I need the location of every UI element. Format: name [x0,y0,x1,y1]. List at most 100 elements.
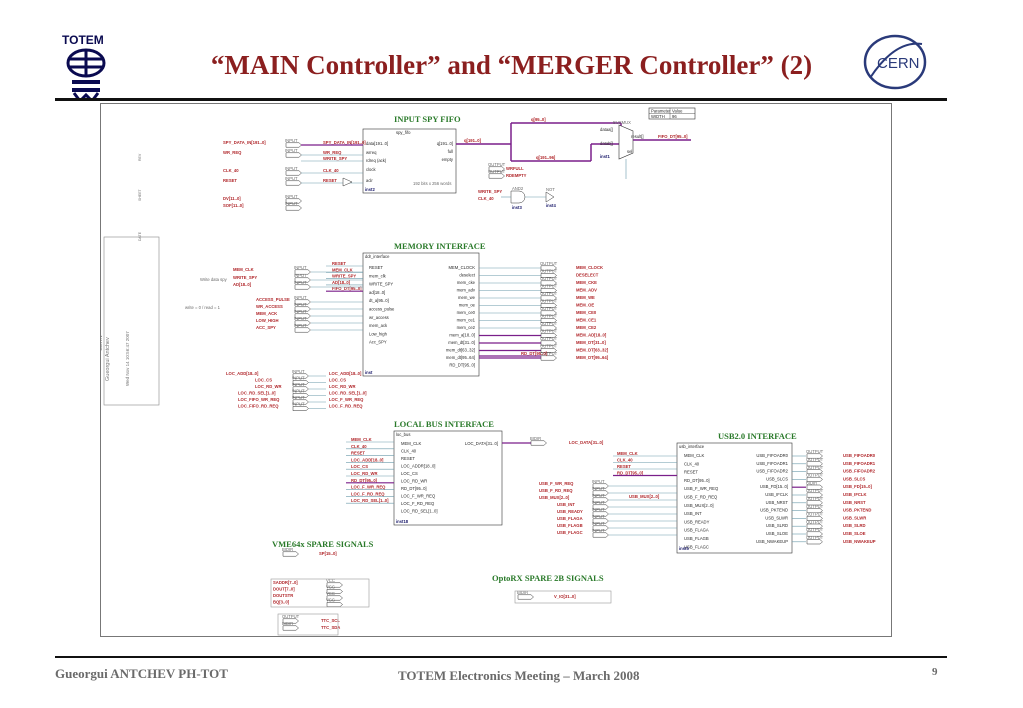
usb-output: USB_FIFOADR0 [756,453,788,458]
usb-input-pin [592,490,609,496]
local-bus-wire-label: LOC_ADD[18..0] [351,457,384,462]
usb-output-pin [806,469,823,475]
usb-output: USB_FD[15..0] [760,484,788,489]
usb-input: USB_MUX[2..0] [684,503,714,508]
spy-fifo-input: data[191..0] [366,141,388,146]
ttc-label: TTC_SDA [321,625,340,630]
optorx-pin-kind: BIDIR [517,590,528,595]
memory-output-pin [540,310,557,316]
usb-output-label: USB_PKTEND [843,508,871,513]
optorx-pin [517,594,534,600]
memory-input-label: ACC_SPY [256,325,276,330]
memory-output: mem_ce1 [457,318,476,323]
memory-output: deselect [459,273,475,278]
spy-logic-label: WRITE_SPY [478,189,502,194]
local-bus-wire-label: LOC_F_WR_REQ [351,485,386,490]
and-gate [510,190,526,204]
gate-inst: inst3 [512,205,522,210]
usb-input: USB_FLAGA [684,528,709,533]
spy-input-pin-kind: INPUT [285,201,298,206]
usb-output-pin-kind: OUTPUT [806,488,824,493]
usb-input-pin-kind: INPUT [592,493,605,498]
loc-input-pin-kind: INPUT [292,395,305,400]
usb-input-pin [592,532,609,538]
spy-fifo-inst: inst2 [365,187,375,192]
memory-input: mem_clk [369,273,387,278]
ttc-label: TTC_SCL [321,618,340,623]
usb-output-label: USB_SLCS [843,476,866,481]
param-header: Parameter [651,109,671,114]
usb-output-label: USB_FIFOADR2 [843,469,876,474]
vme-input-label: DOUT[7..0] [273,587,295,592]
memory-output: mem_cke [457,280,476,285]
memory-output-label: MEM_AD[18..0] [576,333,607,338]
vme-input-pin-kind: VCC [326,591,335,596]
busmux-port: sel [627,149,632,154]
usb-output-label: USB_SLRD [843,523,866,528]
local-bus-wire-label: LOC_RD_WR [351,471,378,476]
usb-output-pin [806,500,823,506]
loc-output-label: LOC_RD_SEL[1..0] [329,391,367,396]
spy-bus-top-label: q[95..0] [531,117,546,122]
memory-output: mem_oe [459,303,476,308]
memory-output: mem_ce0 [457,310,476,315]
section-local-bus: LOCAL BUS INTERFACE [394,419,494,429]
memory-note-write: Write data spy [200,277,228,282]
loc-input-pin [292,399,309,405]
usb-output: USB_SLCS [766,476,788,481]
usb-output: USB_PKTEND [760,508,788,513]
schematic-frame: TOTFED MAIN CHIPCERNGueorgui AntchevWed … [80,103,892,637]
title-block-drawn-by: Gueorgui Antchev [105,337,111,381]
memory-output: MEM_CLOCK [448,265,475,270]
loc-output-label: LOC_ADD[18..0] [329,371,362,376]
usb-block [676,442,793,554]
memory-input-pin [294,277,311,283]
loc-input-pin-kind: INPUT [292,369,305,374]
spy-wrfull-label: WRFULL [506,166,524,171]
usb-input-label: USB_F_WR_REQ [539,481,574,486]
memory-input-pin [294,313,311,319]
memory-input-pin [294,299,311,305]
memory-wire-label: FIFO_DT[95..0] [332,286,362,291]
memory-output-pin [540,348,557,353]
param-name: WIDTH [651,114,665,119]
usb-wire-label: RESET [617,464,631,469]
memory-output-pin-kind: OUTPUT [540,321,558,326]
vme-input-pin [326,582,343,588]
usb-input-pin-kind: INPUT [592,479,605,484]
spy-input-pin [285,170,302,176]
fifo-dt-label: FIFO_DT[95..0] [658,134,688,139]
memory-output-pin-kind: OUTPUT [540,336,558,341]
loc-output-label: LOC_F_WR_REQ [329,397,364,402]
loc-input-pin-kind: INPUT [292,376,305,381]
memory-output-pin-kind: OUTPUT [540,269,558,274]
memory-input: mem_ack [369,323,388,328]
memory-wire-label: MEM_CLK [332,267,353,272]
usb-output-pin [806,453,823,459]
memory-output-pin [540,333,557,338]
memory-output-pin [540,295,557,301]
local-bus-wire-label: LOC_RD_SEL[1..0] [351,498,389,503]
memory-output-pin-kind: OUTPUT [540,261,558,266]
memory-input-label: WR_ACCESS [256,304,283,309]
local-bus-input: LOC_RD_SEL[1..0] [401,509,438,514]
usb-output-pin [806,508,823,514]
memory-input-label: WRITE_SPY [233,275,257,280]
memory-output-label: MEM_CKE [576,280,597,285]
memory-input-label: LOW_HIGH [256,318,279,323]
memory-input-pin-kind: INPUT [294,316,307,321]
local-bus-wire-label: MEM_CLK [351,437,372,442]
spy-input-label: RESET [223,178,237,183]
loc-input-pin-kind: INPUT [292,402,305,407]
memory-input-pin [294,284,311,290]
spy-rdempty-label: RDEMPTY [506,173,527,178]
spy-input-pin-kind: INPUT [285,176,298,181]
memory-input: WRITE_SPY [369,282,393,287]
memory-inst: inst [365,370,373,375]
section-optorx: OptoRX SPARE 2B SIGNALS [492,573,604,583]
vme-sp-pin-kind: BIDIR [282,547,293,552]
memory-output-pin [540,273,557,278]
memory-output-pin-kind: OUTPUT [540,344,558,349]
ttc-pin-kind: OUTPUT [282,614,300,619]
local-bus-input: LOC_F_WR_REQ [401,494,436,499]
